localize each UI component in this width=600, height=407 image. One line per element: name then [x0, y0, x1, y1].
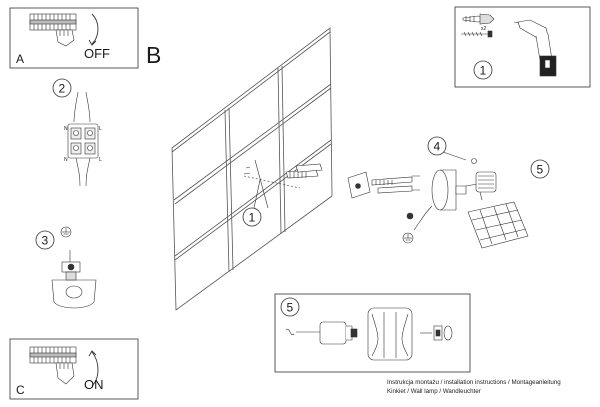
terminal-block-icon [67, 91, 99, 187]
mounting-bracket [347, 171, 420, 220]
wire-label-l-bottom: L [99, 157, 102, 163]
tools-quantity: x2 [481, 26, 487, 32]
step-2-number: 2 [59, 82, 66, 96]
step-3-ground: 3 [35, 226, 97, 309]
breaker-panel-icon [29, 13, 77, 31]
caption-line-1: Instrukcja montażu / installation instru… [387, 379, 561, 386]
wall-plug-icon [462, 13, 495, 25]
step-3-number: 3 [42, 234, 49, 248]
step-5-detail-number: 5 [287, 301, 294, 315]
hand-icon [55, 29, 75, 47]
step-5-detail-box: 5 [274, 293, 471, 373]
step-2-wiring: 2 N L N L [52, 78, 102, 187]
panel-a-switch-off: A OFF [9, 7, 139, 69]
ground-symbol-icon [60, 226, 72, 238]
panel-a-state: OFF [84, 46, 110, 61]
wire-label-n-bottom: N [64, 157, 68, 163]
lamp-head [465, 171, 529, 249]
step-5-number: 5 [537, 163, 544, 177]
caption-line-2: Kinkiet / Wall lamp / Wandleuchter [387, 388, 481, 395]
panel-c-state: ON [84, 377, 104, 392]
bulb-socket-icon [285, 321, 358, 345]
cage-shade-icon [367, 307, 413, 361]
wall-grid [171, 27, 333, 311]
arrow-up-icon [91, 351, 99, 387]
ground-terminal-icon [51, 250, 97, 309]
panel-c-letter: C [16, 383, 25, 397]
panel-c-switch-on: C ON [9, 338, 139, 400]
lamp-canopy [413, 169, 467, 231]
arrow-down-icon [91, 13, 99, 45]
tools-step-number: 1 [480, 64, 487, 78]
breaker-panel-icon [29, 346, 77, 364]
wire-label-n-top: N [64, 126, 68, 132]
finial-nut-icon [420, 325, 453, 341]
wall-screw-assembly [243, 159, 323, 209]
tools-box: x2 1 [454, 6, 591, 88]
screw-icon [461, 30, 493, 38]
ground-symbol-icon [402, 232, 414, 244]
wire-label-l-top: L [99, 126, 102, 132]
panel-a-letter: A [16, 52, 24, 66]
panel-b-letter: B [146, 42, 161, 68]
hand-icon [55, 362, 75, 385]
step-4-number: 4 [434, 140, 441, 154]
wall-step-number: 1 [249, 211, 256, 225]
drill-icon [513, 19, 557, 77]
